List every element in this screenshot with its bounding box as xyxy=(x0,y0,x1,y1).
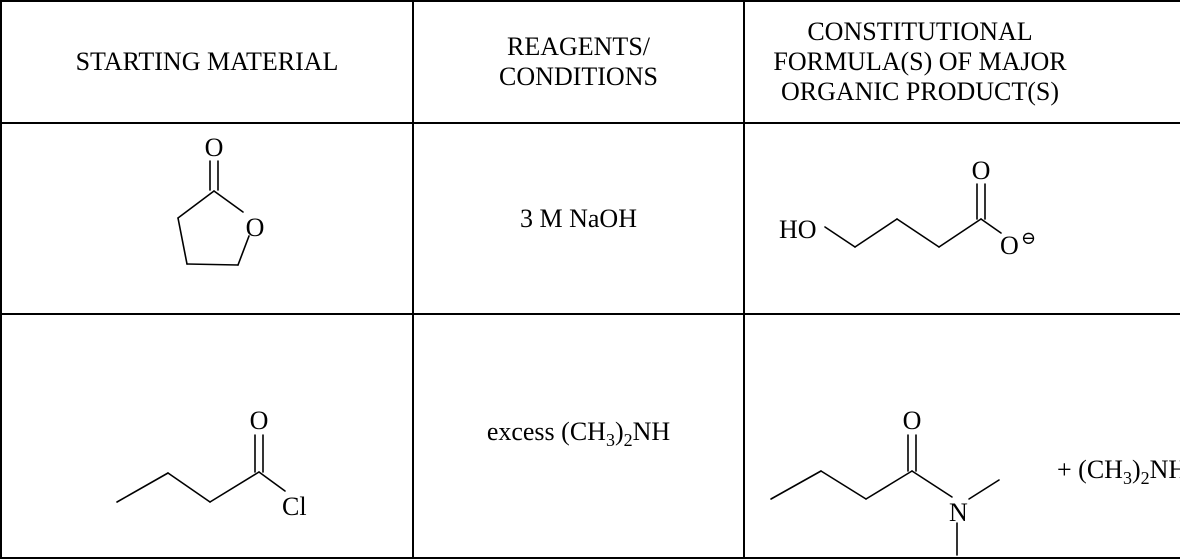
chain-bond xyxy=(209,471,260,503)
byproduct-text: + (CH xyxy=(1057,455,1123,484)
carbonyl-oxygen-label: O xyxy=(903,406,922,435)
header-product-line3: ORGANIC PRODUCT(S) xyxy=(780,77,1060,106)
header-product-line1: CONSTITUTIONAL xyxy=(807,17,1033,46)
c-cl-bond xyxy=(258,471,286,492)
reagent-text: NH xyxy=(632,416,671,446)
header-reagents-line2: CONDITIONS xyxy=(499,62,658,91)
ring-bond xyxy=(186,263,239,266)
hydroxybutanoate-structure: HO O O ⊖ xyxy=(779,156,1036,260)
reagent-subscript: 2 xyxy=(623,430,633,451)
carbonyl-oxygen-label: O xyxy=(972,156,991,185)
table-row: O Cl excess (CH3)2NH O N + (CH3)2NH xyxy=(0,313,1180,559)
reagent-cell: excess (CH3)2NH xyxy=(412,313,745,559)
reagent-text: excess (CH xyxy=(486,416,606,446)
negative-charge-label: ⊖ xyxy=(1021,228,1036,248)
chain-bond xyxy=(824,226,856,248)
chain-bond xyxy=(854,218,898,248)
byproduct-text: ) xyxy=(1131,455,1141,484)
chain-bond xyxy=(865,470,913,500)
byproduct-dimethylammonium: + (CH3)2NH xyxy=(1057,455,1180,493)
table-row: O O 3 M NaOH HO O O ⊖ xyxy=(0,122,1180,315)
header-row: STARTING MATERIAL REAGENTS/ CONDITIONS C… xyxy=(0,0,1180,124)
nitrogen-label: N xyxy=(949,498,968,527)
chain-bond xyxy=(896,218,940,248)
header-product-formula: CONSTITUTIONAL FORMULA(S) OF MAJOR ORGAN… xyxy=(743,0,1180,124)
product-amide-cell: O N + (CH3)2NH xyxy=(743,313,1180,559)
carbonyl-oxygen-label: O xyxy=(250,406,269,435)
starting-material-acyl-chloride-cell: O Cl xyxy=(0,313,414,559)
chain-bond xyxy=(820,470,867,500)
chain-bond xyxy=(116,472,169,503)
ring-bond xyxy=(237,235,250,266)
header-reagents-conditions: REAGENTS/ CONDITIONS xyxy=(412,0,745,124)
butanoyl-chloride-structure: O Cl xyxy=(116,406,307,521)
header-starting-material-label: STARTING MATERIAL xyxy=(75,47,339,76)
byproduct-subscript: 3 xyxy=(1122,468,1132,489)
chlorine-label: Cl xyxy=(282,492,307,521)
carboxylate-oxygen-label: O xyxy=(1000,231,1019,260)
reagent-dimethylamine: excess (CH3)2NH xyxy=(486,416,671,450)
header-starting-material: STARTING MATERIAL xyxy=(0,0,414,124)
chain-bond xyxy=(770,470,822,500)
ring-bond xyxy=(213,190,244,213)
ring-oxygen-label: O xyxy=(246,213,265,242)
chain-bond xyxy=(980,218,1002,234)
lactone-structure: O O xyxy=(177,133,265,266)
chain-bond xyxy=(167,472,211,503)
reagent-subscript: 3 xyxy=(605,430,615,451)
n-methyl-bond xyxy=(968,479,1000,500)
n-n-dimethylbutanamide-structure: O N xyxy=(770,406,1000,556)
ring-bond xyxy=(177,190,215,219)
hydroxyl-label: HO xyxy=(779,215,817,244)
reagent-cell: 3 M NaOH xyxy=(412,122,745,315)
c-n-bond xyxy=(911,470,953,498)
carbonyl-oxygen-label: O xyxy=(205,133,224,162)
chain-bond xyxy=(938,218,982,248)
product-hydroxybutanoate-cell: HO O O ⊖ xyxy=(743,122,1180,315)
starting-material-lactone-cell: O O xyxy=(0,122,414,315)
header-reagents-line1: REAGENTS/ xyxy=(507,32,650,61)
ring-bond xyxy=(177,217,188,265)
header-product-line2: FORMULA(S) OF MAJOR xyxy=(773,47,1067,76)
reagent-text: ) xyxy=(614,416,624,446)
byproduct-text: NH xyxy=(1149,455,1180,484)
byproduct-subscript: 2 xyxy=(1140,468,1150,489)
reagent-naoh: 3 M NaOH xyxy=(520,203,637,233)
